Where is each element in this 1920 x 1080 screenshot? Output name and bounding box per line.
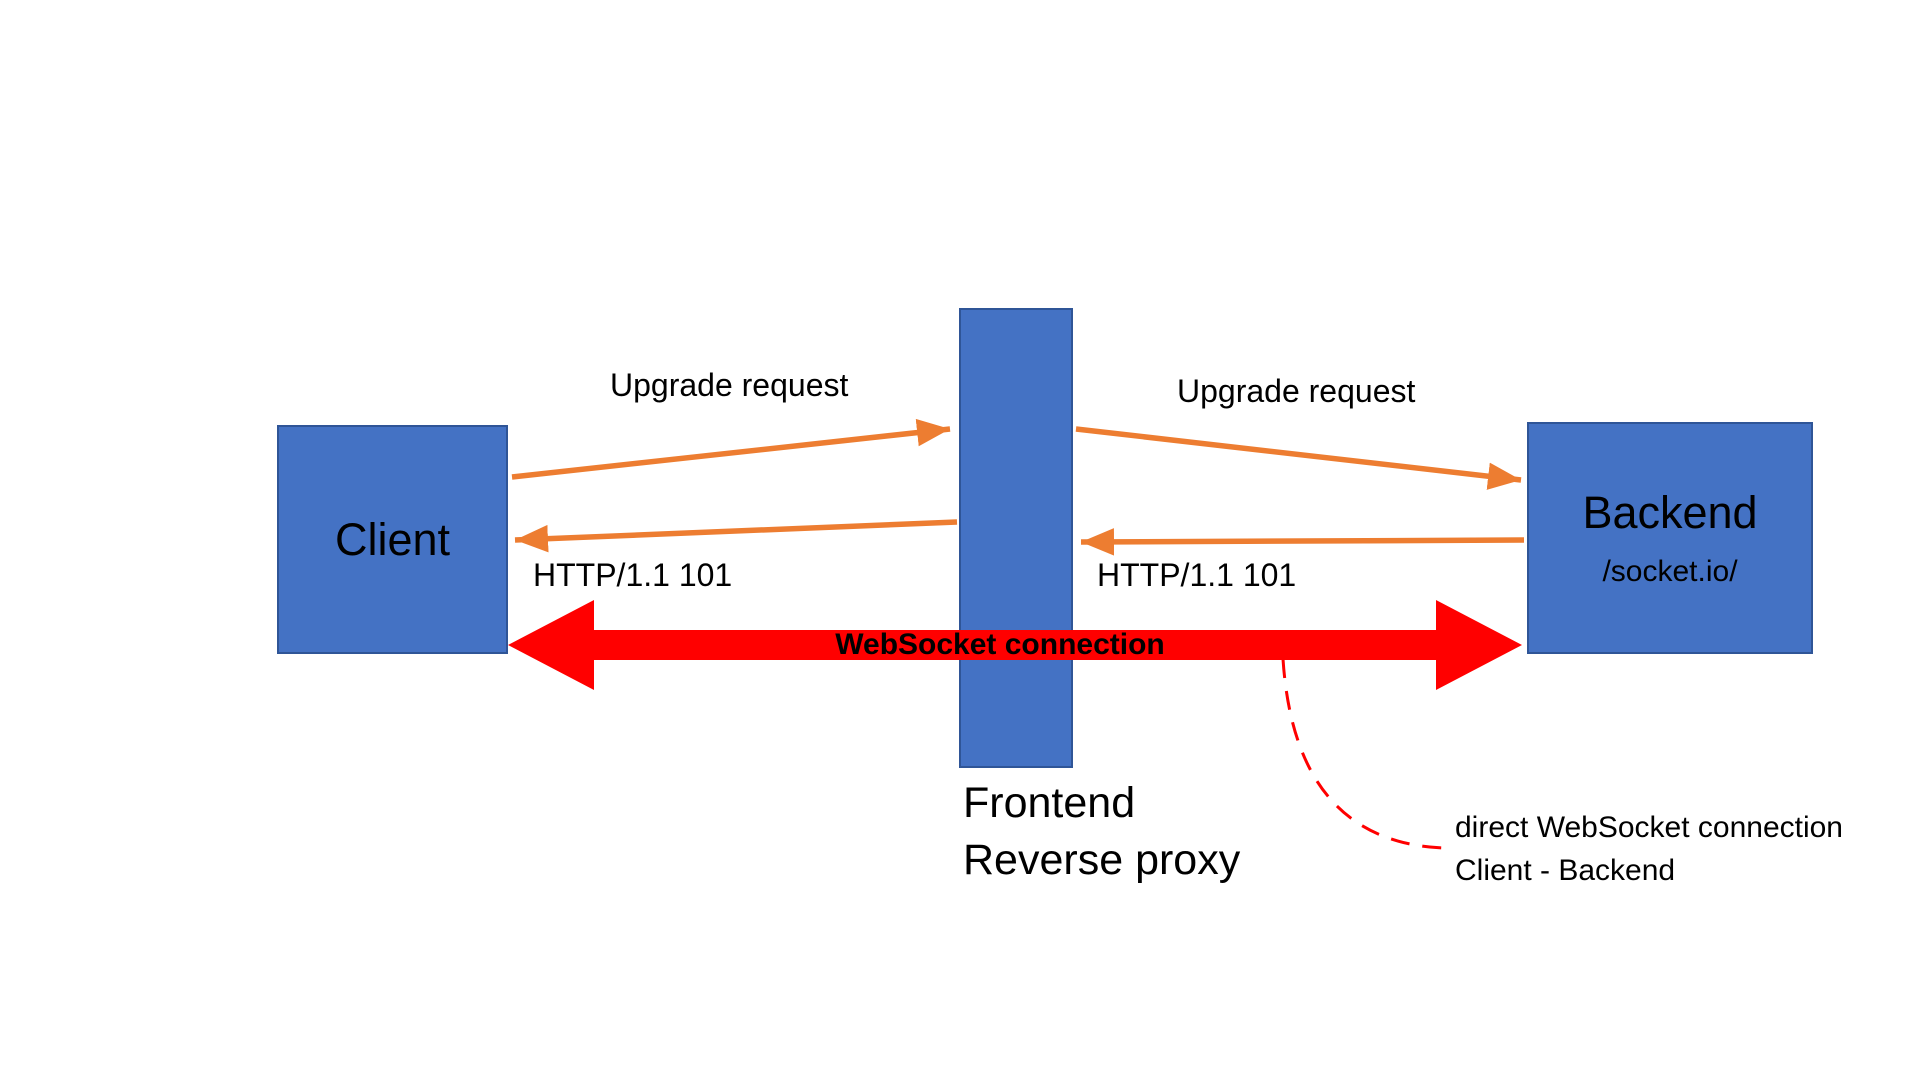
upgrade-request-arrow-right — [1075, 426, 1522, 490]
websocket-connection-arrow — [508, 600, 1522, 690]
reverse-proxy-label: Frontend Reverse proxy — [963, 775, 1240, 889]
direct-connection-annotation-line1: direct WebSocket connection — [1455, 811, 1843, 844]
callout-dashed-curve — [1281, 658, 1445, 850]
websocket-connection-label: WebSocket connection — [835, 628, 1165, 661]
backend-path-label: /socket.io/ — [1602, 555, 1738, 588]
http-101-label-left: HTTP/1.1 101 — [533, 557, 733, 593]
backend-label: Backend — [1582, 487, 1758, 538]
client-label: Client — [334, 513, 451, 565]
direct-connection-annotation-line2: Client - Backend — [1455, 854, 1676, 887]
http-101-arrow-right — [1080, 528, 1525, 556]
client-node: Client — [277, 425, 508, 654]
http-101-label-right: HTTP/1.1 101 — [1097, 557, 1297, 593]
upgrade-request-arrow-left — [511, 418, 951, 480]
upgrade-request-label-right: Upgrade request — [1177, 373, 1416, 409]
upgrade-request-label-left: Upgrade request — [610, 367, 849, 403]
reverse-proxy-label-line2: Reverse proxy — [963, 836, 1241, 884]
reverse-proxy-bar — [959, 308, 1073, 768]
backend-node: Backend /socket.io/ — [1527, 422, 1813, 654]
http-101-arrow-left — [514, 519, 958, 553]
reverse-proxy-label-line1: Frontend — [963, 779, 1136, 827]
direct-connection-annotation: direct WebSocket connection Client - Bac… — [1455, 806, 1843, 892]
